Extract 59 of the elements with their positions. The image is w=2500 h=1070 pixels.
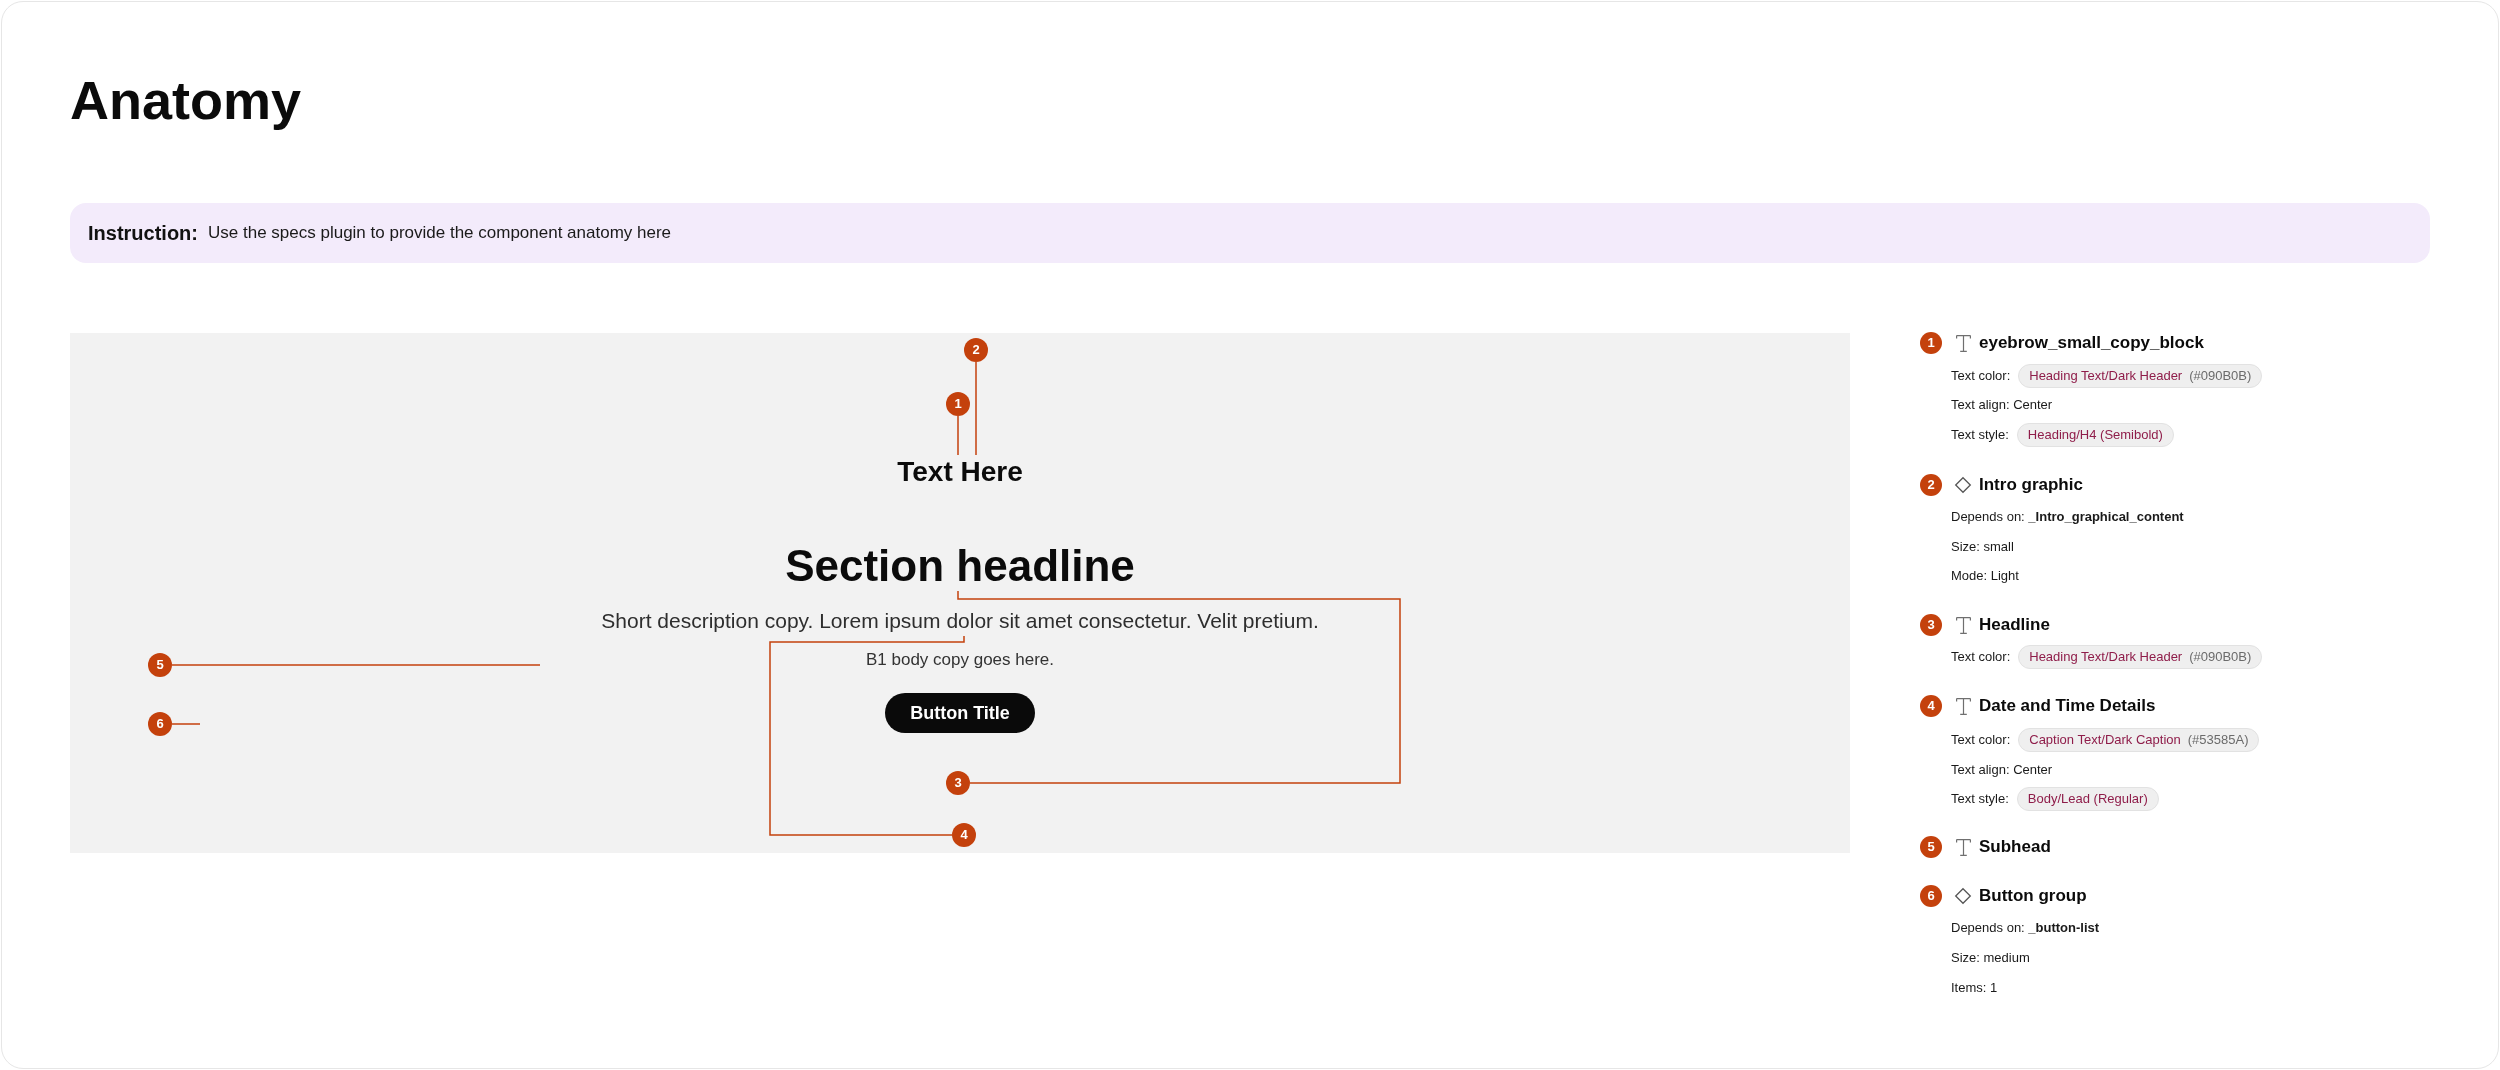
- callout-number: 1: [1920, 332, 1942, 354]
- token-name: Caption Text/Dark Caption: [2029, 732, 2181, 747]
- callout-number: 1: [946, 392, 970, 416]
- leader-line: [769, 635, 965, 836]
- spec-property: Text color:: [1951, 731, 2011, 749]
- spec-property: Text color:: [1951, 367, 2011, 385]
- section-headline: Section headline: [785, 541, 1135, 591]
- token-name: Heading/H4 (Semibold): [2027, 427, 2163, 442]
- instruction-text: Use the specs plugin to provide the component anatomy here: [208, 223, 672, 243]
- callout-number: 6: [148, 712, 172, 736]
- leader-line: [957, 415, 959, 456]
- leader-line: [975, 361, 977, 456]
- spec-heading: eyebrow_small_copy_block: [1979, 332, 2204, 354]
- leader-line: [171, 723, 201, 725]
- callout-number: 3: [946, 771, 970, 795]
- hex-code: (#090B0B): [2189, 649, 2252, 664]
- page-title: Anatomy: [70, 69, 302, 132]
- callout-number: 5: [1920, 836, 1942, 858]
- preview-panel: [70, 333, 1850, 853]
- token-pill: [2018, 645, 2263, 669]
- description-text: Short description copy. Lorem ipsum dolor sit amet consectetur. Velit pretium.: [601, 606, 1319, 636]
- spec-heading: Button group: [1979, 885, 2087, 907]
- spec-property: Text style:: [1951, 790, 2009, 808]
- body-copy: B1 body copy goes here.: [865, 649, 1055, 671]
- spec-property: Text align: Center: [1951, 761, 2053, 779]
- callout-number: 2: [964, 338, 988, 362]
- token-name: Heading Text/Dark Header: [2029, 368, 2183, 383]
- spec-property: Depends on: _button-list: [1951, 919, 2100, 937]
- spec-property: Size: small: [1951, 538, 2014, 556]
- callout-number: 5: [148, 653, 172, 677]
- callout-number: 2: [1920, 474, 1942, 496]
- spec-property: Text style:: [1951, 426, 2009, 444]
- callout-number: 3: [1920, 614, 1942, 636]
- spec-property: Depends on: _Intro_graphical_content: [1951, 508, 2184, 526]
- hex-code: (#53585A): [2187, 732, 2249, 747]
- callout-number: 4: [1920, 695, 1942, 717]
- token-name: Body/Lead (Regular): [2027, 791, 2148, 806]
- callout-number: 6: [1920, 885, 1942, 907]
- spec-heading: Intro graphic: [1979, 474, 2083, 496]
- spec-property: Items: 1: [1951, 979, 1998, 997]
- token-pill: [2018, 364, 2263, 388]
- eyebrow-text: Text Here: [897, 455, 1023, 489]
- spec-heading: Subhead: [1979, 836, 2051, 858]
- instruction-label: Instruction:: [88, 221, 198, 245]
- spec-heading: Date and Time Details: [1979, 695, 2156, 717]
- token-pill: [2016, 423, 2174, 447]
- spec-heading: Headline: [1979, 614, 2050, 636]
- spec-property: Size: medium: [1951, 949, 2030, 967]
- hex-code: (#090B0B): [2189, 368, 2252, 383]
- leader-line: [957, 590, 1401, 784]
- token-name: Heading Text/Dark Header: [2029, 649, 2183, 664]
- token-pill: [2016, 787, 2159, 811]
- leader-line: [171, 664, 541, 666]
- spec-property: Text color:: [1951, 648, 2011, 666]
- spec-property: Text align: Center: [1951, 396, 2053, 414]
- spec-property: Mode: Light: [1951, 567, 2019, 585]
- token-pill: [2018, 728, 2260, 752]
- callout-number: 4: [952, 823, 976, 847]
- cta-button: Button Title: [885, 693, 1035, 733]
